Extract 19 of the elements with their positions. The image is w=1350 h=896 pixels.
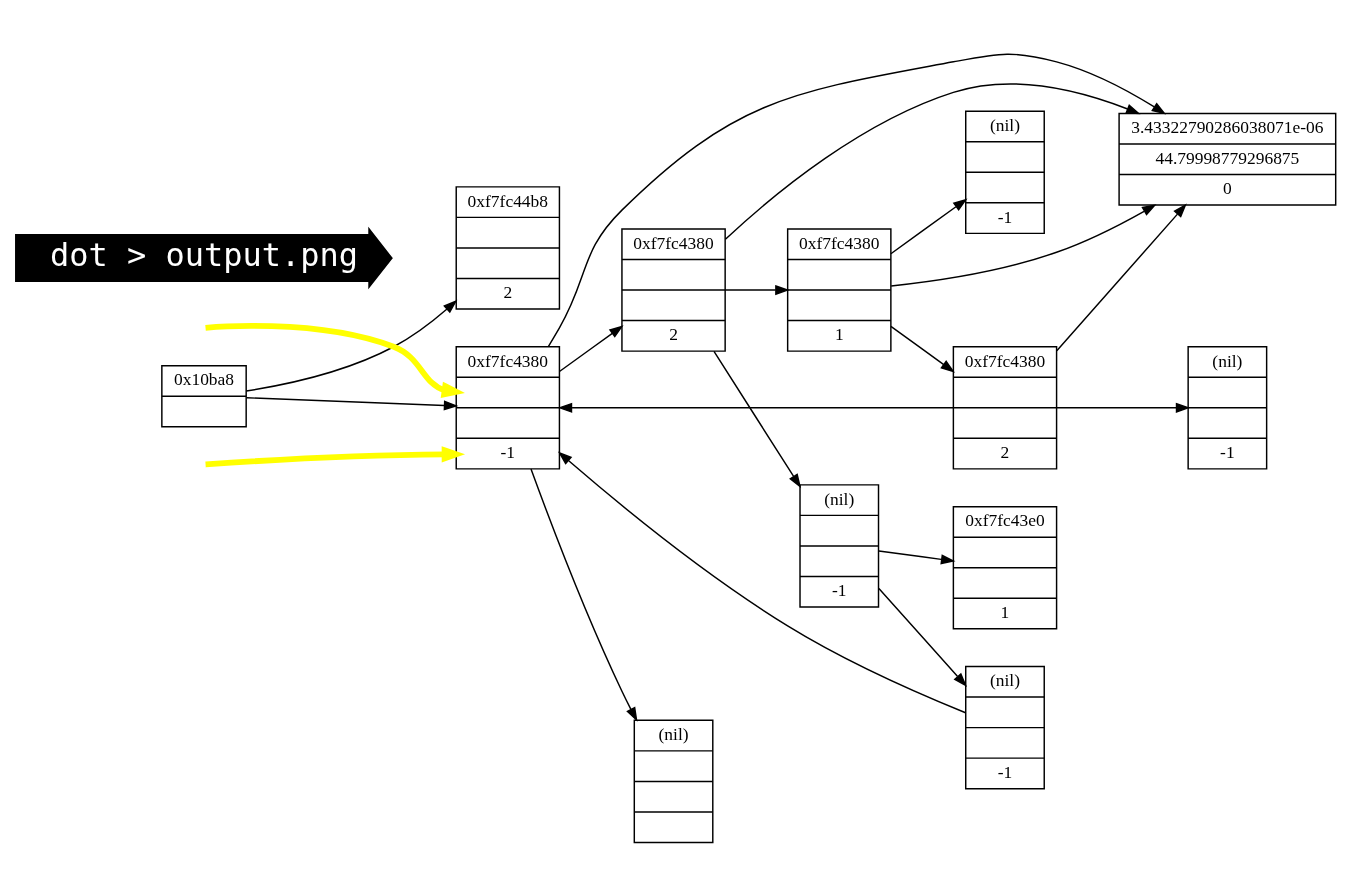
arrow	[530, 467, 638, 722]
arrow	[557, 402, 954, 413]
arrow	[890, 325, 955, 373]
arrow	[245, 299, 458, 392]
arrow	[558, 324, 624, 372]
arrow	[1056, 203, 1187, 351]
arrow	[724, 284, 790, 295]
arrow	[245, 396, 459, 410]
arrow	[890, 197, 968, 254]
arrow	[890, 203, 1157, 287]
arrow	[557, 450, 967, 713]
arrow	[878, 549, 956, 564]
arrow	[547, 53, 1167, 347]
arrow	[1056, 402, 1191, 413]
arrow	[713, 350, 802, 488]
arrow	[205, 445, 465, 467]
arrow	[205, 322, 465, 398]
arrow	[724, 82, 1141, 240]
arrow	[878, 587, 968, 687]
